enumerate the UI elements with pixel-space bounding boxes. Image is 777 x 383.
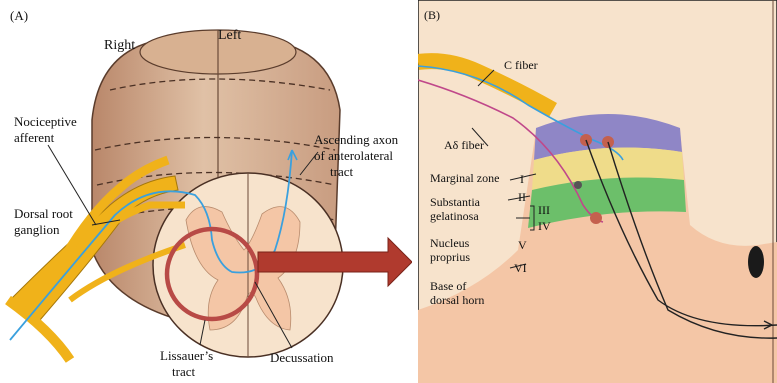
lissauer-tract-label-1: Lissauer’s — [160, 348, 213, 363]
central-canal — [748, 246, 764, 278]
nociceptive-afferent-label-2: afferent — [14, 130, 54, 145]
substantia-gelatinosa-label-2: gelatinosa — [430, 209, 479, 224]
nociceptive-afferent-label-1: Nociceptive — [14, 114, 77, 129]
lissauer-tract-label-2: tract — [172, 364, 195, 379]
lamina-label-iii: III — [538, 203, 550, 218]
base-of-dorsal-horn-label-1: Base of — [430, 279, 466, 294]
dorsal-horn-illustration — [418, 0, 777, 383]
panel-a: (A) Right Left Nociceptive afferent Dors… — [0, 0, 412, 383]
panel-a-label: (A) — [10, 8, 28, 23]
nucleus-proprius-label-1: Nucleus — [430, 236, 469, 251]
nucleus-proprius-label-2: proprius — [430, 250, 470, 265]
dorsal-root-ganglion-label-1: Dorsal root — [14, 206, 73, 221]
ascending-axon-label-3: tract — [330, 164, 353, 179]
marginal-zone-label: Marginal zone — [430, 171, 499, 186]
substantia-gelatinosa-label-1: Substantia — [430, 195, 480, 210]
base-of-dorsal-horn-label-2: dorsal horn — [430, 293, 484, 308]
panel-b: (B) C fiber Aδ fiber Marginal zone Subst… — [418, 0, 777, 383]
right-label: Right — [104, 38, 135, 53]
c-fiber-label: C fiber — [504, 58, 538, 73]
a-delta-fiber-label: Aδ fiber — [444, 138, 484, 153]
lamina-label-iv: IV — [538, 219, 551, 234]
dorsal-root-ganglion-label-2: ganglion — [14, 222, 60, 237]
left-label: Left — [218, 28, 241, 43]
lamina-label-v: V — [518, 238, 527, 253]
spinal-cord-illustration — [0, 0, 412, 383]
lamina-label-ii: II — [518, 190, 526, 205]
panel-b-label: (B) — [424, 8, 440, 23]
decussation-label: Decussation — [270, 350, 334, 365]
ascending-axon-label-1: Ascending axon — [314, 132, 398, 147]
ascending-axon-label-2: of anterolateral — [314, 148, 393, 163]
lamina-label-i: I — [520, 172, 524, 187]
lamina-label-vi: VI — [514, 261, 527, 276]
